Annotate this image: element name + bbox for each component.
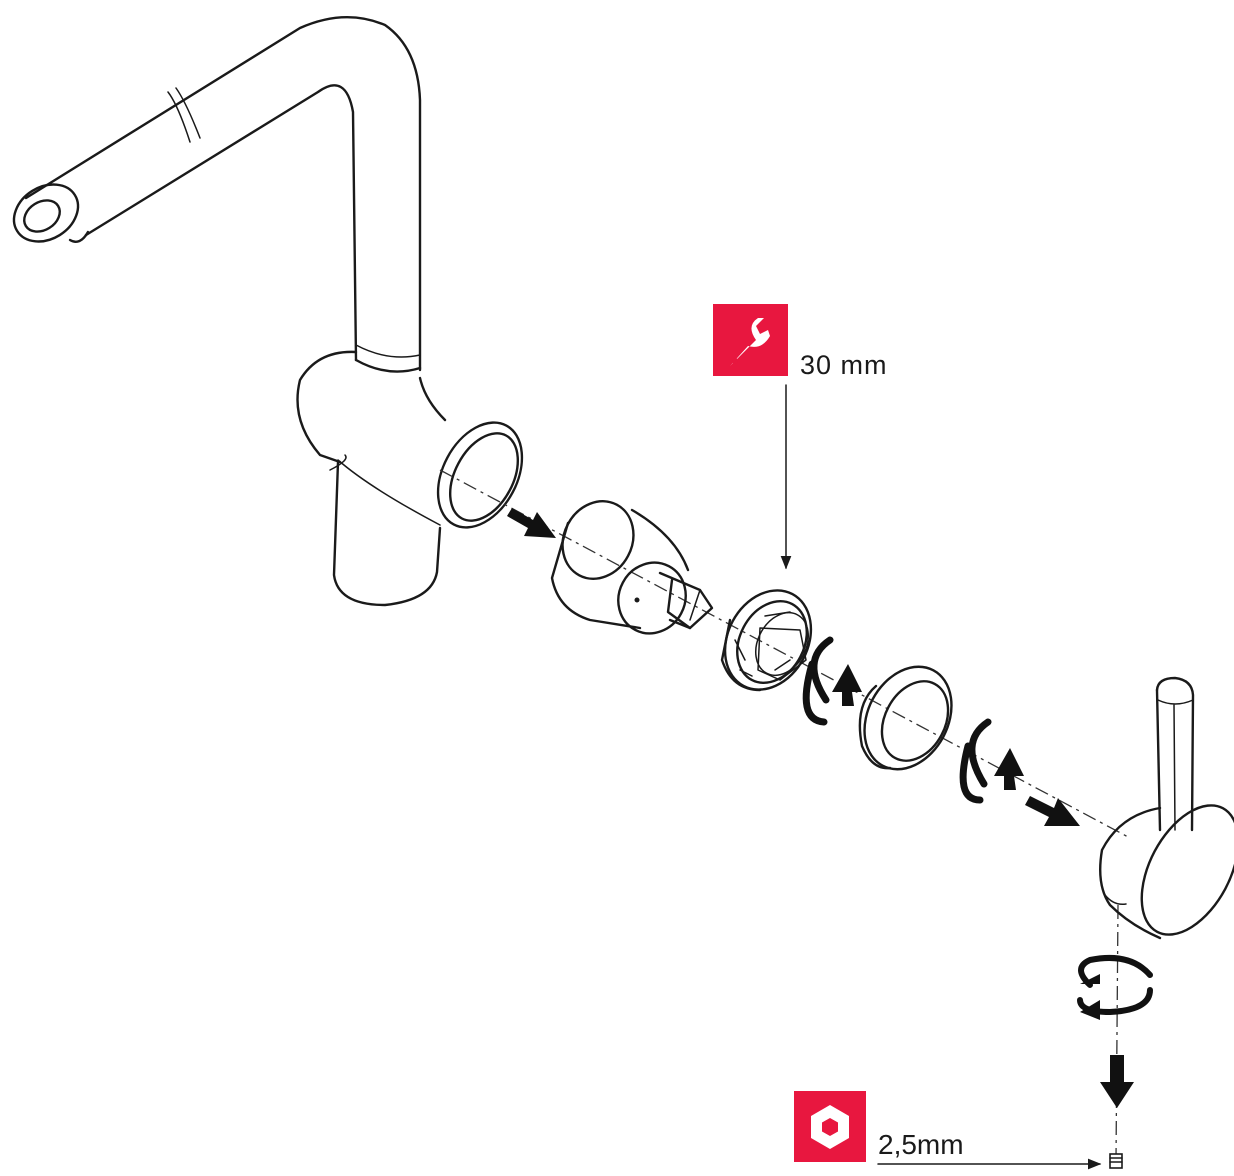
install-arrow-icon [1025, 796, 1080, 826]
hex-key-size-label: 2,5mm [878, 1129, 964, 1160]
wrench-icon [730, 318, 770, 366]
vertical-axis [1115, 904, 1119, 1161]
assembly-axis [439, 469, 1131, 839]
rotate-arrow-icon-1 [802, 636, 862, 726]
cover-ring [858, 665, 953, 771]
cartridge [550, 500, 714, 635]
rotate-arrow-icon-2 [959, 718, 1024, 804]
clamping-nut [720, 589, 813, 692]
hex-key-icon [811, 1105, 849, 1149]
faucet-spout [12, 16, 422, 372]
set-screw [1109, 1153, 1123, 1169]
hex-key-callout: 2,5mm [794, 1091, 1102, 1170]
down-arrow-icon [1100, 1055, 1134, 1108]
faucet-body [296, 344, 524, 607]
lever-handle [1099, 676, 1234, 940]
wrench-badge [713, 304, 788, 376]
wrench-callout: 30 mm [713, 304, 888, 570]
rotate-arrow-icon-3 [1077, 954, 1153, 1020]
wrench-size-label: 30 mm [800, 350, 888, 380]
remove-arrow-icon [507, 508, 556, 538]
